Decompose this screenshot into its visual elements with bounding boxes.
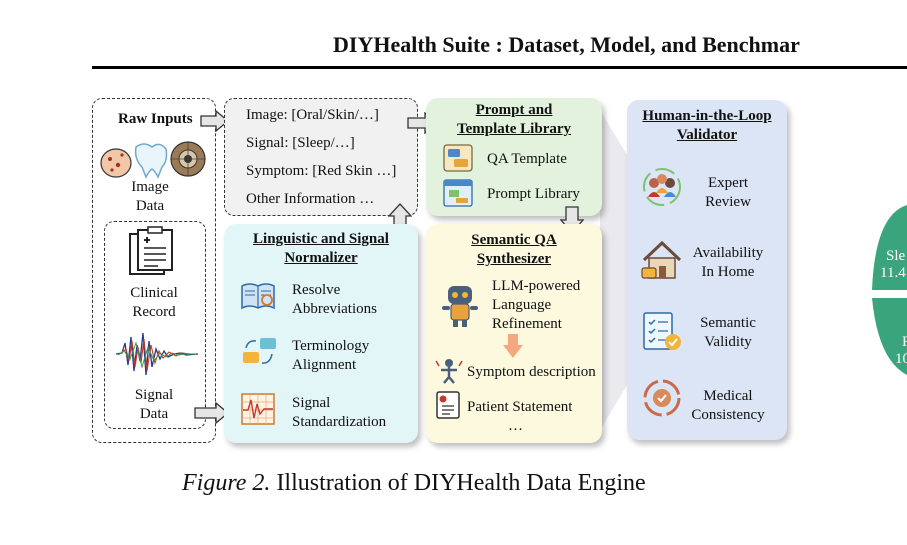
clinical-record-icon [129,226,173,275]
synth-output-ellipsis: … [508,418,523,434]
image-data-label-line2: Data [135,198,165,214]
category-image: Image: [Oral/Skin/…] [246,107,379,123]
prompt-library-title-line2: Template Library [456,121,572,137]
validator-item-home: Availability In Home [690,244,766,282]
book-icon [241,283,275,310]
terminology-line2: Alignment [292,357,357,373]
llm-line3: Refinement [492,316,562,332]
validator-title-line1: Human-in-the-Loop [642,108,772,124]
robot-icon [442,286,478,327]
synthesizer-title-line2: Synthesizer [476,251,552,267]
expert-line1: Expert [708,175,748,191]
image-data-icons [100,141,206,179]
signal-data-line1: Signal [134,387,174,403]
signal-std-line2: Standardization [292,414,387,430]
llm-line1: LLM-powered [492,278,581,294]
qa-template-icon [443,144,473,172]
abbrev-line1: Resolve [292,282,341,298]
medical-line2: Consistency [691,407,765,423]
validator-item-medical: Medical Consistency [690,387,766,425]
eye-scan-icon [170,141,206,177]
categories-panel [224,98,418,216]
signal-wave-icon [116,332,198,376]
checklist-icon [643,312,681,350]
normalizer-title: Linguistic and Signal Normalizer [228,230,414,268]
normalizer-title-line2: Normalizer [284,250,358,266]
llm-refinement-label: LLM-powered Language Refinement [492,277,580,334]
arrow-llm-down [503,334,523,358]
cycle-check-icon [643,379,681,417]
category-other: Other Information … [246,191,375,207]
pie-label-10: 10 [895,351,907,367]
normalizer-item-signal: Signal Standardization [292,394,386,432]
prompt-library-title-line1: Prompt and [475,102,553,118]
image-data-label-line1: Image [131,179,169,195]
running-header-title: DIYHealth Suite : Dataset, Model, and Be… [333,32,800,57]
synth-output-patient: Patient Statement [467,399,573,415]
normalizer-title-line1: Linguistic and Signal [253,231,389,247]
normalizer-item-terminology: Terminology Alignment [292,337,369,375]
prompt-library-icon [443,179,473,207]
clinical-record-line2: Record [132,304,176,320]
normalizer-item-abbrev: Resolve Abbreviations [292,281,377,319]
clinical-record-label: Clinical Record [118,284,190,322]
pie-label-f: F [902,334,907,350]
skin-icon [100,148,132,178]
medical-line1: Medical [703,388,753,404]
raw-inputs-panel [92,98,216,443]
header-rule [92,66,907,69]
abbrev-line2: Abbreviations [292,301,377,317]
figure-caption-label: Figure 2. [182,470,271,496]
synthesizer-title: Semantic QA Synthesizer [430,231,598,269]
figure-caption-text: Illustration of DIYHealth Data Engine [276,470,646,496]
clinical-record-line1: Clinical [130,285,178,301]
terminology-line1: Terminology [292,338,370,354]
validator-title: Human-in-the-Loop Validator [630,107,784,145]
signal-data-label: Signal Data [118,386,190,424]
pie-fragment [872,197,907,375]
record-signal-subpanel [104,221,206,429]
home-line1: Availability [692,245,764,261]
symptom-icon [435,359,463,384]
chat-sync-icon [243,338,276,364]
category-signal: Signal: [Sleep/…] [246,135,355,151]
tooth-icon [134,143,168,179]
pie-label-114: 11.4 [880,265,906,281]
prompt-library-label: Prompt Library [487,186,580,202]
pie-label-sle: Sle [886,248,906,264]
prompt-library-title: Prompt and Template Library [430,101,598,139]
patient-statement-icon [436,391,460,419]
figure-caption: Figure 2. Illustration of DIYHealth Data… [182,470,646,497]
llm-line2: Language [492,297,552,313]
semantic-line2: Validity [704,334,752,350]
synthesizer-title-line1: Semantic QA [471,232,557,248]
signal-std-line1: Signal [292,395,331,411]
semantic-line1: Semantic [700,315,756,331]
image-data-label: Image Data [114,178,186,216]
people-icon [643,168,681,206]
validator-title-line2: Validator [676,127,738,143]
running-header: DIYHealth Suite : Dataset, Model, and Be… [0,30,907,62]
arrow-signal-to-normalizer [194,402,230,424]
validator-item-semantic: Semantic Validity [690,314,766,352]
arrow-raw-to-categories [200,110,230,132]
funnel-shade [600,110,630,430]
home-line2: In Home [701,264,755,280]
waveform-grid-icon [241,393,275,425]
qa-template-label: QA Template [487,151,567,167]
expert-line2: Review [705,194,751,210]
synth-output-symptom: Symptom description [467,364,596,380]
validator-item-expert: Expert Review [690,174,766,212]
category-symptom: Symptom: [Red Skin …] [246,163,397,179]
raw-inputs-title: Raw Inputs [118,111,193,127]
house-icon [641,240,682,279]
signal-data-line2: Data [139,406,169,422]
